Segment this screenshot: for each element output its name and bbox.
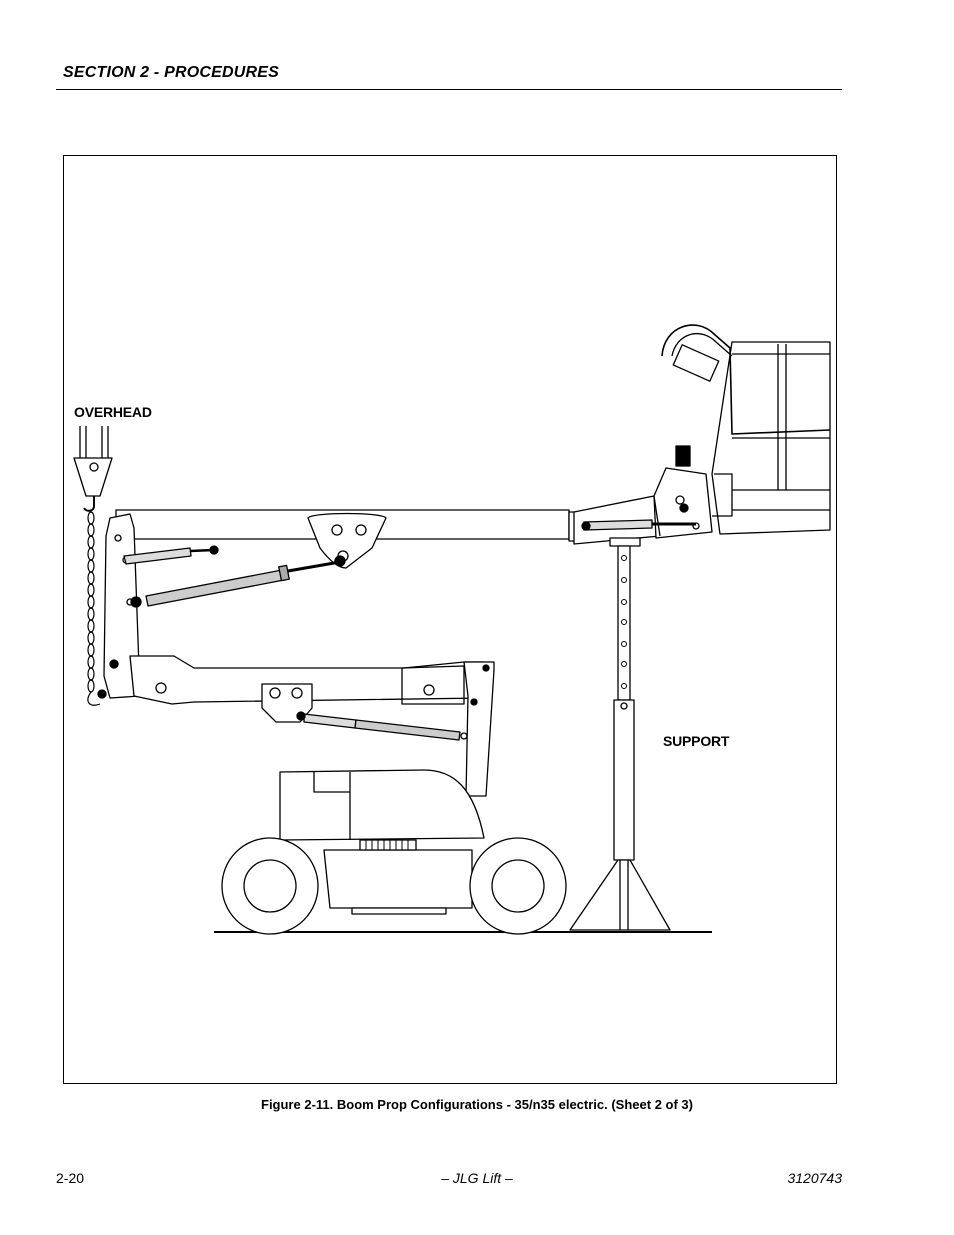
figure-frame: OVERHEAD SUPPORT bbox=[63, 155, 837, 1084]
front-wheel bbox=[469, 837, 567, 935]
publisher-footer: – JLG Lift – bbox=[441, 1170, 513, 1186]
lift-cylinder bbox=[145, 569, 285, 607]
section-title: SECTION 2 - PROCEDURES bbox=[63, 64, 279, 81]
basket-control-box bbox=[672, 344, 720, 382]
pulley-pin bbox=[89, 462, 99, 472]
boom-prop-illustration bbox=[73, 324, 831, 935]
support-outer-tube bbox=[613, 699, 635, 861]
support-inner-tube bbox=[617, 545, 631, 701]
basket-rail-top bbox=[661, 324, 831, 435]
lower-lift-cylinder bbox=[303, 713, 357, 729]
turntable-upright bbox=[463, 661, 495, 797]
master-cylinder bbox=[123, 547, 192, 565]
overhead-label: OVERHEAD bbox=[74, 404, 152, 420]
document-number: 3120743 bbox=[787, 1170, 842, 1186]
pulley-block bbox=[73, 457, 113, 497]
support-pad bbox=[609, 537, 641, 547]
header-divider bbox=[56, 89, 842, 90]
page-number: 2-20 bbox=[56, 1170, 85, 1186]
support-pin-holes bbox=[621, 555, 627, 689]
lifting-chain bbox=[87, 511, 101, 706]
rear-wheel bbox=[221, 837, 319, 935]
jib-knob bbox=[675, 445, 691, 467]
lower-lift-cylinder-barrel bbox=[354, 719, 461, 741]
figure-caption: Figure 2-11. Boom Prop Configurations - … bbox=[261, 1097, 693, 1112]
support-label: SUPPORT bbox=[663, 733, 730, 749]
upper-link-plate bbox=[307, 512, 387, 569]
jib-cylinder bbox=[583, 519, 653, 531]
turntable-housing bbox=[279, 769, 485, 841]
hook bbox=[83, 496, 95, 512]
chassis-base bbox=[323, 849, 473, 909]
